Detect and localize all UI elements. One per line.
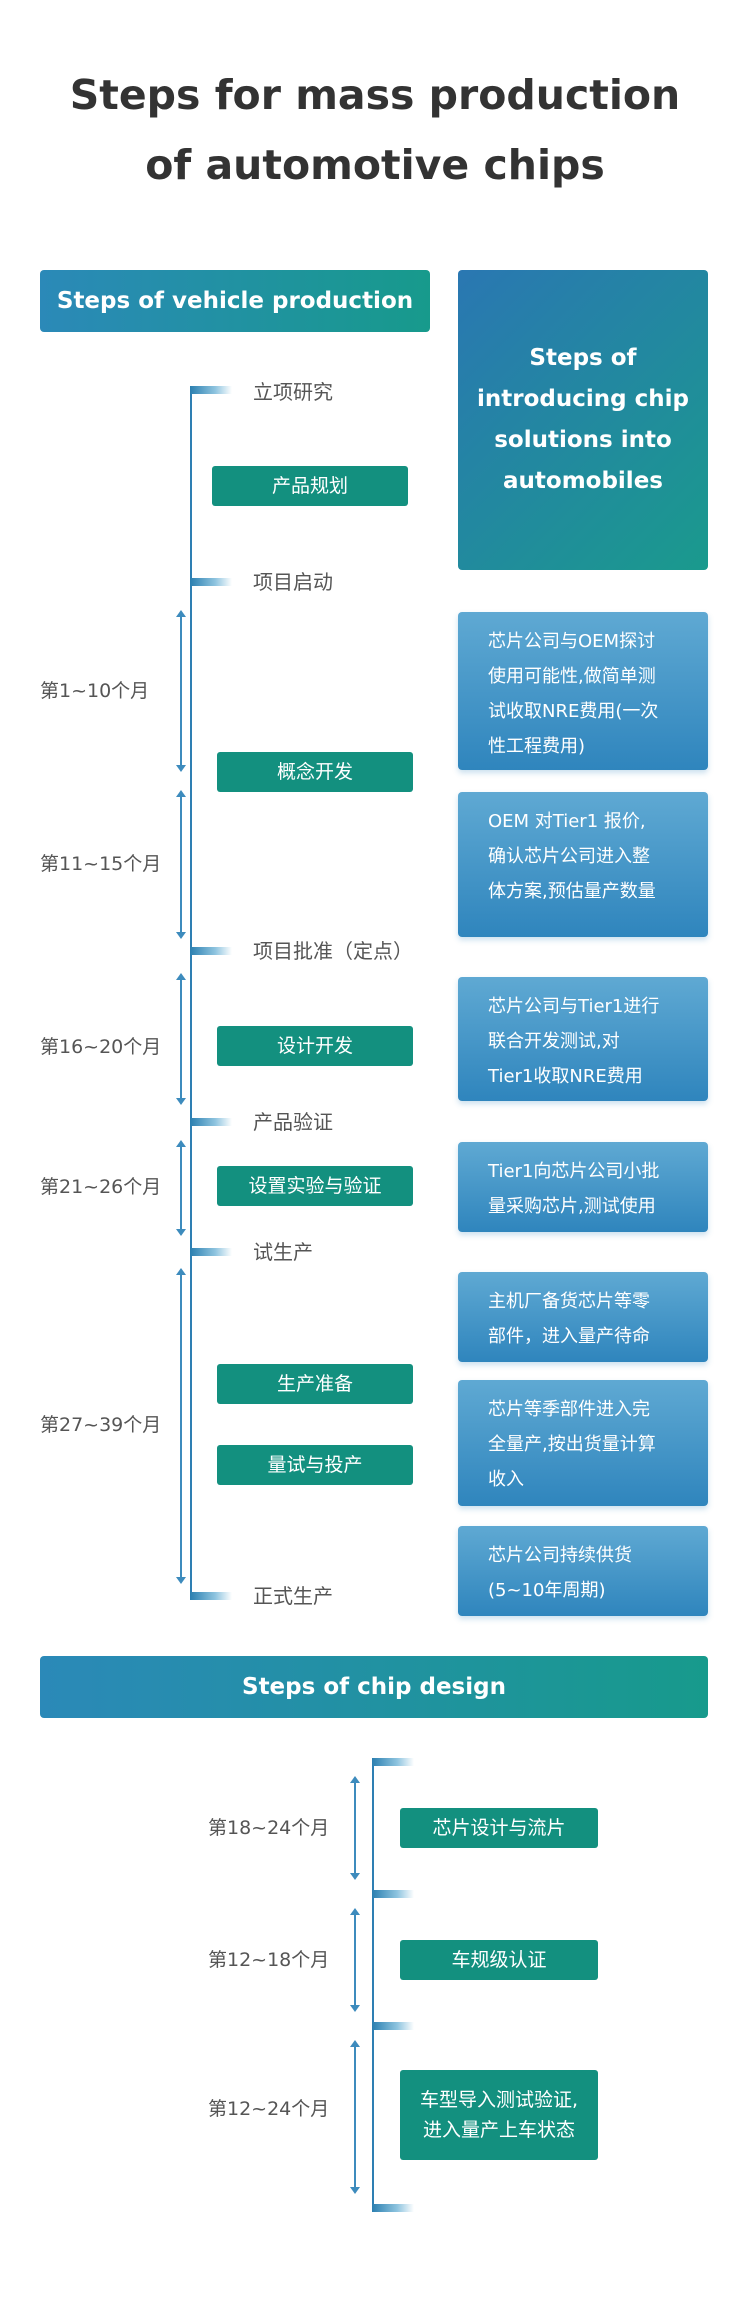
task-experiment-verification: 设置实验与验证	[217, 1166, 413, 1206]
intro-note: OEM 对Tier1 报价, 确认芯片公司进入整 体方案,预估量产数量	[458, 792, 708, 937]
note-line: 使用可能性,做简单测	[488, 666, 656, 687]
period-arrow	[176, 790, 186, 939]
milestone-tick	[190, 1592, 232, 1600]
note-line: 确认芯片公司进入整	[488, 846, 650, 867]
page-title-line-1: Steps for mass production	[69, 71, 681, 119]
period-arrow	[176, 1140, 186, 1236]
task-automotive-certification: 车规级认证	[400, 1940, 598, 1980]
chip-period-arrow	[350, 1776, 360, 1880]
intro-note: 芯片等季部件进入完 全量产,按出货量计算 收入	[458, 1380, 708, 1506]
chip-period-label: 第18~24个月	[208, 1817, 330, 1839]
milestone-tick	[190, 947, 232, 955]
period-arrow	[176, 1268, 186, 1584]
task-text: 芯片设计与流片	[432, 1817, 566, 1839]
note-line: 芯片公司持续供货	[488, 1545, 632, 1566]
milestone-label: 产品验证	[253, 1110, 333, 1134]
period-label: 第1~10个月	[40, 680, 150, 702]
chip-intro-header-line: Steps of	[529, 345, 637, 371]
chip-intro-header: Steps of introducing chip solutions into…	[458, 270, 708, 570]
note-line: 全量产,按出货量计算	[488, 1434, 656, 1455]
task-text: 车型导入测试验证,	[419, 2089, 579, 2111]
chip-design-tick	[372, 1758, 414, 1766]
intro-note: 芯片公司持续供货 (5~10年周期)	[458, 1526, 708, 1616]
note-line: Tier1向芯片公司小批	[488, 1161, 660, 1182]
note-line: 试收取NRE费用(一次	[488, 701, 659, 722]
chip-period-label: 第12~24个月	[208, 2098, 330, 2120]
chip-design-tick	[372, 2204, 414, 2212]
milestone-tick	[190, 1118, 232, 1126]
task-trial-production: 量试与投产	[217, 1445, 413, 1485]
task-production-preparation: 生产准备	[217, 1364, 413, 1404]
task-chip-design-tapeout: 芯片设计与流片	[400, 1808, 598, 1848]
note-line: 体方案,预估量产数量	[488, 881, 656, 902]
note-line: 性工程费用)	[488, 736, 586, 757]
note-line: 量采购芯片,测试使用	[488, 1196, 656, 1217]
intro-note: Tier1向芯片公司小批 量采购芯片,测试使用	[458, 1142, 708, 1232]
period-label: 第16~20个月	[40, 1036, 162, 1058]
milestone-label: 正式生产	[253, 1584, 333, 1608]
task-text: 进入量产上车状态	[422, 2119, 575, 2141]
task-concept-development: 概念开发	[217, 752, 413, 792]
chip-design-tick	[372, 1890, 414, 1898]
intro-note: 芯片公司与Tier1进行 联合开发测试,对 Tier1收取NRE费用	[458, 977, 708, 1101]
vehicle-production-header: Steps of vehicle production	[40, 270, 430, 332]
period-arrow	[176, 973, 186, 1105]
note-line: 联合开发测试,对	[488, 1031, 620, 1052]
period-arrow	[176, 610, 186, 772]
chip-period-arrow	[350, 2040, 360, 2194]
milestone-label: 项目批准（定点）	[253, 939, 413, 963]
milestone-tick	[190, 578, 232, 586]
period-label: 第11~15个月	[40, 853, 162, 875]
milestone-tick	[190, 386, 232, 394]
chip-period-arrow	[350, 1908, 360, 2012]
note-line: 芯片等季部件进入完	[488, 1399, 650, 1420]
note-line: (5~10年周期)	[488, 1580, 606, 1601]
chip-design-timeline-line	[372, 1760, 374, 2210]
chip-design-tick	[372, 2022, 414, 2030]
vehicle-timeline-line	[190, 390, 192, 1596]
note-line: OEM 对Tier1 报价,	[488, 811, 646, 832]
note-line: 主机厂备货芯片等零	[488, 1291, 650, 1312]
chip-design-header: Steps of chip design	[40, 1656, 708, 1718]
task-text: 车规级认证	[451, 1949, 547, 1971]
intro-note: 主机厂备货芯片等零 部件，进入量产待命	[458, 1272, 708, 1362]
task-vehicle-integration-test: 车型导入测试验证, 进入量产上车状态	[400, 2070, 598, 2160]
chip-period-label: 第12~18个月	[208, 1949, 330, 1971]
note-line: 芯片公司与Tier1进行	[488, 996, 660, 1017]
page-title-line-2: of automotive chips	[145, 141, 605, 189]
milestone-tick	[190, 1248, 232, 1256]
note-line: Tier1收取NRE费用	[488, 1066, 643, 1087]
note-line: 部件，进入量产待命	[488, 1326, 650, 1347]
milestone-label: 试生产	[253, 1240, 313, 1264]
period-label: 第27~39个月	[40, 1414, 162, 1436]
intro-note: 芯片公司与OEM探讨 使用可能性,做简单测 试收取NRE费用(一次 性工程费用)	[458, 612, 708, 770]
chip-intro-header-line: solutions into	[494, 427, 672, 453]
milestone-label: 立项研究	[253, 380, 333, 404]
task-design-development: 设计开发	[217, 1026, 413, 1066]
chip-intro-header-line: automobiles	[503, 468, 663, 494]
task-product-planning: 产品规划	[212, 466, 408, 506]
note-line: 收入	[488, 1469, 524, 1490]
period-label: 第21~26个月	[40, 1176, 162, 1198]
chip-intro-header-line: introducing chip	[477, 386, 689, 412]
note-line: 芯片公司与OEM探讨	[488, 631, 656, 652]
milestone-label: 项目启动	[253, 570, 333, 594]
